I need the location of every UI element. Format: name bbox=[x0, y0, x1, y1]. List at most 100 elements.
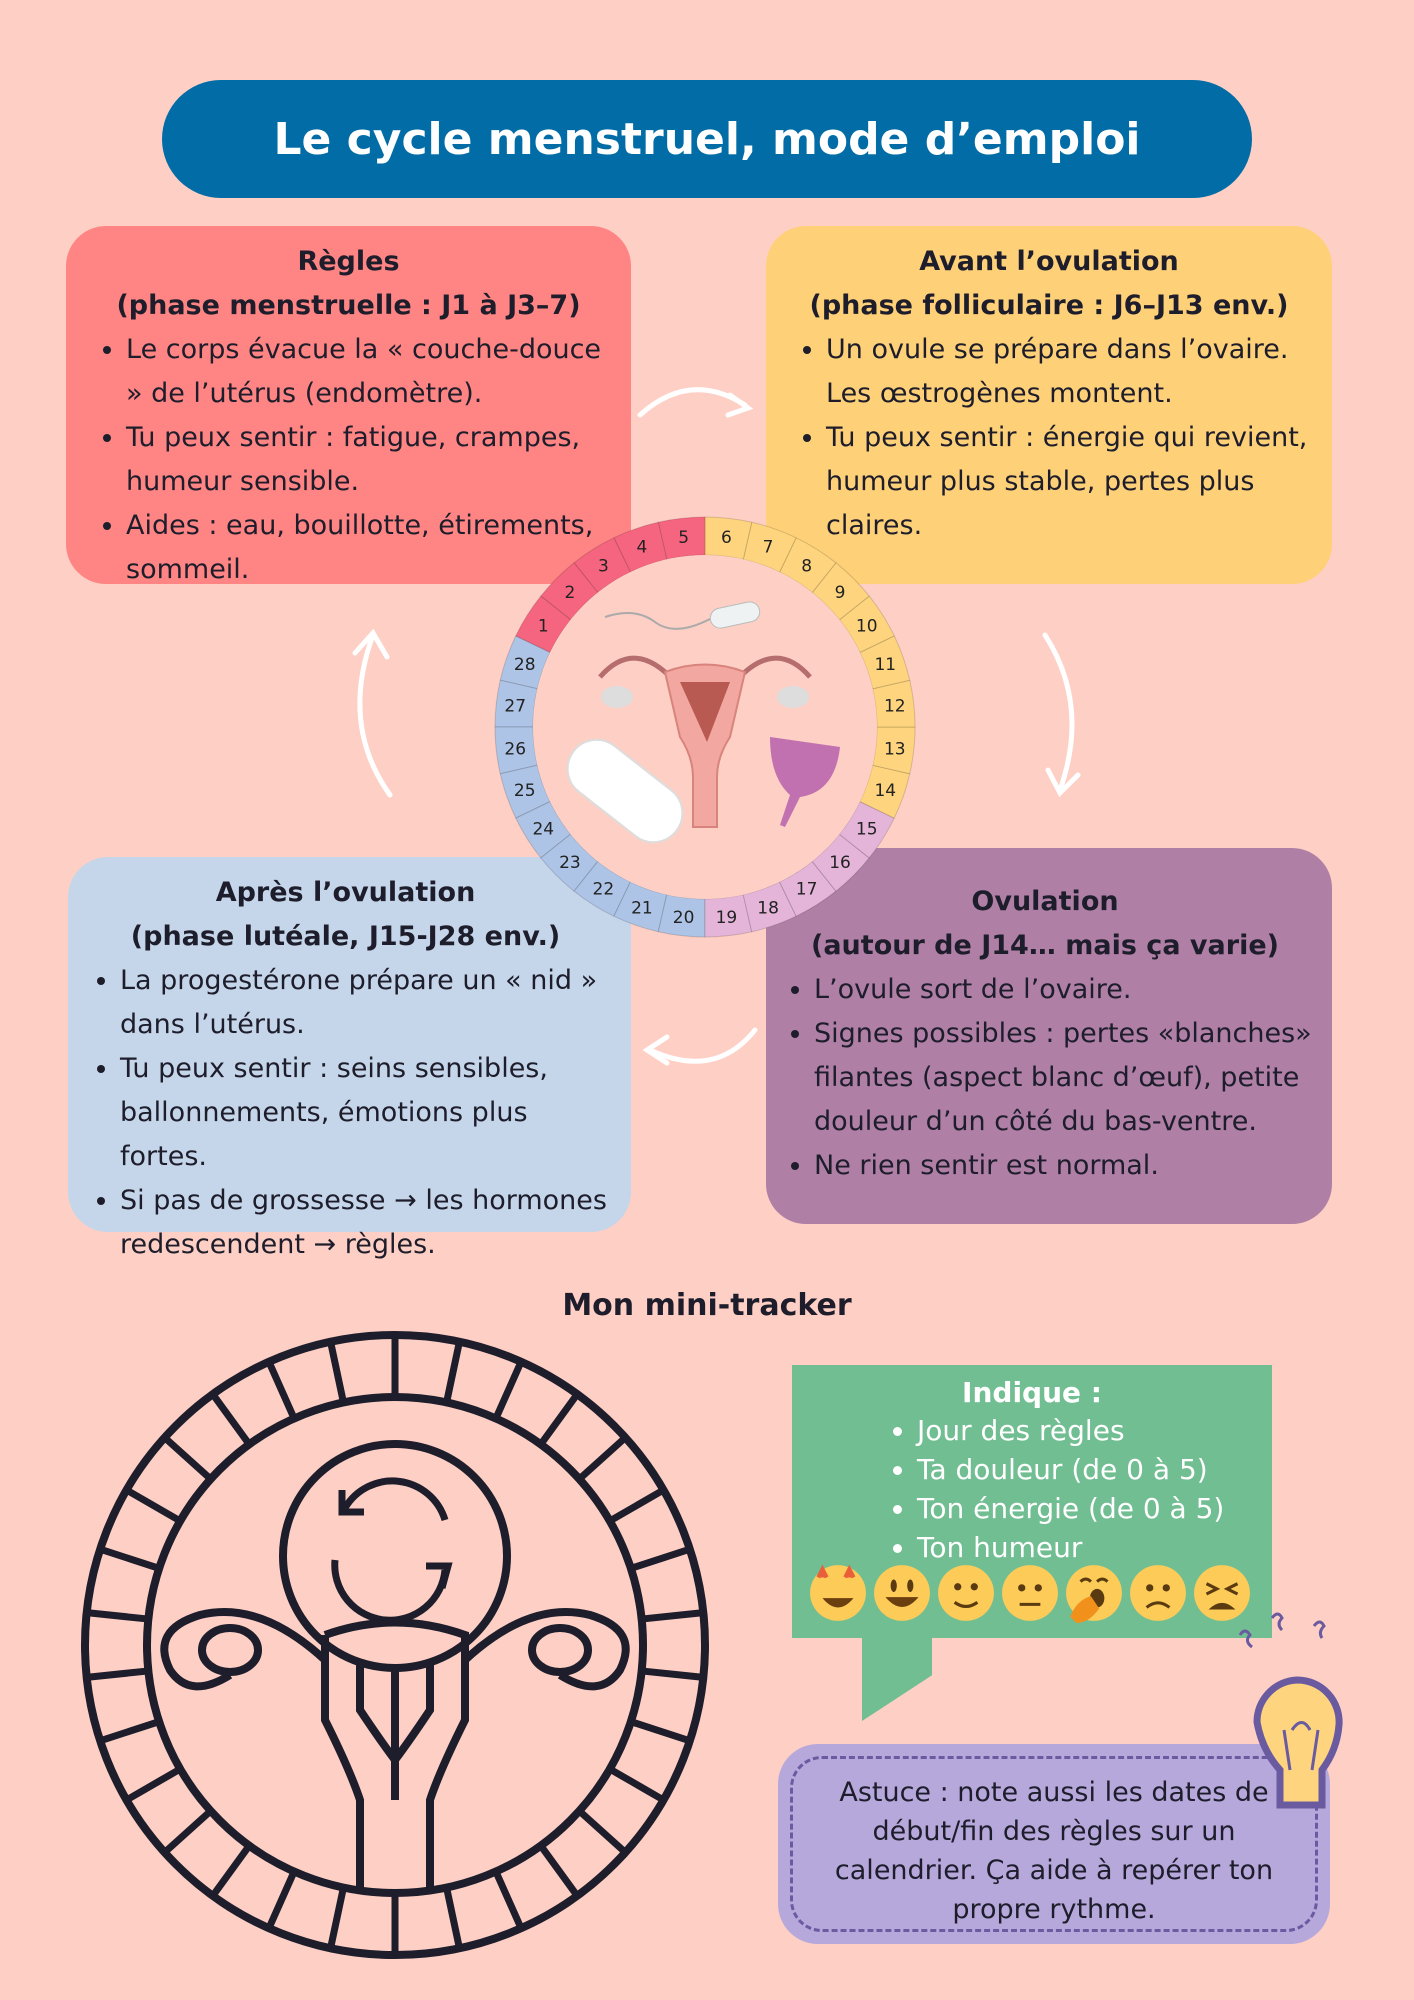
avant-subheading: (phase folliculaire : J6–J13 env.) bbox=[809, 290, 1289, 321]
tracker-day-cell[interactable] bbox=[492, 1360, 525, 1420]
list-item: Ta douleur (de 0 à 5) bbox=[917, 1450, 1272, 1489]
tracker-day-cell[interactable] bbox=[99, 1718, 161, 1745]
day-label: 26 bbox=[504, 739, 526, 759]
regles-card: Règles (phase menstruelle : J1 à J3–7) L… bbox=[66, 226, 631, 585]
day-label: 15 bbox=[856, 820, 878, 840]
list-item: Si pas de grossesse → les hormones redes… bbox=[120, 1179, 611, 1267]
tracker-day-cell[interactable] bbox=[162, 1434, 214, 1482]
speech-bubble-tail bbox=[862, 1636, 932, 1721]
day-label: 19 bbox=[716, 908, 738, 928]
tracker-day-cell[interactable] bbox=[265, 1870, 298, 1930]
tracker-day-cell[interactable] bbox=[629, 1718, 691, 1745]
indique-bubble: Indique : Jour des règlesTa douleur (de … bbox=[792, 1365, 1272, 1638]
tracker-day-cell[interactable] bbox=[608, 1765, 666, 1804]
list-item: La progestérone prépare un « nid » dans … bbox=[120, 959, 611, 1047]
apres-heading: Après l’ovulation bbox=[215, 877, 476, 908]
day-label: 18 bbox=[757, 898, 779, 918]
tracker-day-cell[interactable] bbox=[209, 1392, 253, 1447]
list-item: Ton énergie (de 0 à 5) bbox=[917, 1489, 1272, 1528]
list-item: Tu peux sentir : seins sensibles, ballon… bbox=[120, 1047, 611, 1179]
day-label: 12 bbox=[884, 697, 906, 717]
star-struck-emoji-icon bbox=[810, 1564, 866, 1621]
list-item: Un ovule se prépare dans l’ovaire. Les œ… bbox=[826, 328, 1312, 416]
tracker-day-cell[interactable] bbox=[265, 1360, 298, 1420]
tracker-day-cell[interactable] bbox=[327, 1341, 347, 1404]
day-label: 1 bbox=[538, 616, 549, 636]
list-item: Tu peux sentir : fatigue, crampes, humeu… bbox=[126, 416, 611, 504]
regles-heading: Règles bbox=[297, 246, 400, 277]
day-label: 24 bbox=[532, 820, 554, 840]
tracker-day-cell[interactable] bbox=[443, 1886, 463, 1949]
page-title: Le cycle menstruel, mode d’emploi bbox=[162, 80, 1252, 198]
neutral-emoji-icon bbox=[1002, 1565, 1058, 1621]
list-item: Tu peux sentir : énergie qui revient, hu… bbox=[826, 416, 1312, 548]
day-label: 16 bbox=[829, 853, 851, 873]
tracker-day-cell[interactable] bbox=[86, 1667, 149, 1681]
grinning-emoji-icon bbox=[874, 1565, 930, 1621]
tracker-day-cell[interactable] bbox=[641, 1667, 704, 1681]
avant-ovulation-card: Avant l’ovulation (phase folliculaire : … bbox=[766, 226, 1332, 584]
day-label: 8 bbox=[801, 556, 812, 576]
list-item: L’ovule sort de l’ovaire. bbox=[814, 968, 1312, 1012]
tracker-day-cell[interactable] bbox=[641, 1609, 704, 1623]
ovulation-heading: Ovulation bbox=[971, 886, 1119, 917]
day-label: 23 bbox=[559, 853, 581, 873]
smiling-emoji-icon bbox=[938, 1565, 994, 1621]
day-label: 20 bbox=[673, 908, 695, 928]
tracker-day-cell[interactable] bbox=[327, 1886, 347, 1949]
mini-tracker-wheel bbox=[81, 1331, 709, 1959]
astuce-box: Astuce : note aussi les dates de début/f… bbox=[778, 1744, 1330, 1944]
astuce-text: Astuce : note aussi les dates de début/f… bbox=[790, 1756, 1318, 1932]
day-label: 6 bbox=[721, 528, 732, 548]
day-label: 2 bbox=[565, 583, 576, 603]
uterus-outline-icon bbox=[160, 1608, 630, 1890]
day-label: 27 bbox=[504, 697, 526, 717]
list-item: Signes possibles : pertes «blanches» fil… bbox=[814, 1012, 1312, 1144]
day-label: 11 bbox=[874, 655, 896, 675]
tracker-day-cell[interactable] bbox=[99, 1545, 161, 1572]
pad-icon bbox=[566, 738, 684, 844]
apres-subheading: (phase lutéale, J15-J28 env.) bbox=[130, 921, 561, 952]
list-item: Ne rien sentir est normal. bbox=[814, 1144, 1312, 1188]
uterus-illustration bbox=[598, 655, 812, 828]
day-label: 13 bbox=[884, 739, 906, 759]
tracker-day-cell[interactable] bbox=[492, 1870, 525, 1930]
day-label: 9 bbox=[835, 583, 846, 603]
tracker-day-cell[interactable] bbox=[576, 1434, 628, 1482]
ovulation-subheading: (autour de J14… mais ça varie) bbox=[811, 930, 1279, 961]
list-item: Aides : eau, bouillotte, étirements, som… bbox=[126, 504, 611, 592]
tracker-day-cell[interactable] bbox=[608, 1486, 666, 1525]
arrow-icon bbox=[642, 1027, 758, 1066]
day-label: 3 bbox=[598, 556, 609, 576]
tracker-day-cell[interactable] bbox=[537, 1392, 581, 1447]
mood-scale bbox=[808, 1563, 1252, 1623]
tracker-day-cell[interactable] bbox=[537, 1843, 581, 1898]
day-label: 4 bbox=[637, 538, 648, 558]
lightbulb-icon bbox=[1238, 1612, 1343, 1809]
tracker-day-cell[interactable] bbox=[576, 1808, 628, 1856]
menstrual-cup-icon bbox=[770, 737, 840, 827]
day-label: 5 bbox=[678, 528, 689, 548]
tracker-day-cell[interactable] bbox=[124, 1765, 182, 1804]
list-item: Ton humeur bbox=[917, 1528, 1272, 1567]
tracker-day-cell[interactable] bbox=[162, 1808, 214, 1856]
tired-emoji-icon bbox=[1194, 1565, 1250, 1621]
frowning-emoji-icon bbox=[1130, 1565, 1186, 1621]
tracker-day-cell[interactable] bbox=[209, 1843, 253, 1898]
tracker-day-cell[interactable] bbox=[86, 1609, 149, 1623]
indique-heading: Indique : bbox=[962, 1376, 1102, 1409]
tracker-day-cell[interactable] bbox=[124, 1486, 182, 1525]
tracker-day-cell[interactable] bbox=[443, 1341, 463, 1404]
day-label: 21 bbox=[631, 898, 653, 918]
day-label: 10 bbox=[856, 616, 878, 636]
tracker-day-cell[interactable] bbox=[629, 1545, 691, 1572]
day-label: 22 bbox=[593, 880, 615, 900]
apres-ovulation-card: Après l’ovulation (phase lutéale, J15-J2… bbox=[68, 857, 631, 1260]
list-item: Le corps évacue la « couche-douce » de l… bbox=[126, 328, 611, 416]
day-label: 17 bbox=[796, 880, 818, 900]
day-label: 25 bbox=[514, 781, 536, 801]
day-label: 7 bbox=[763, 538, 774, 558]
regles-subheading: (phase menstruelle : J1 à J3–7) bbox=[116, 290, 581, 321]
cycle-icon bbox=[279, 1440, 511, 1672]
